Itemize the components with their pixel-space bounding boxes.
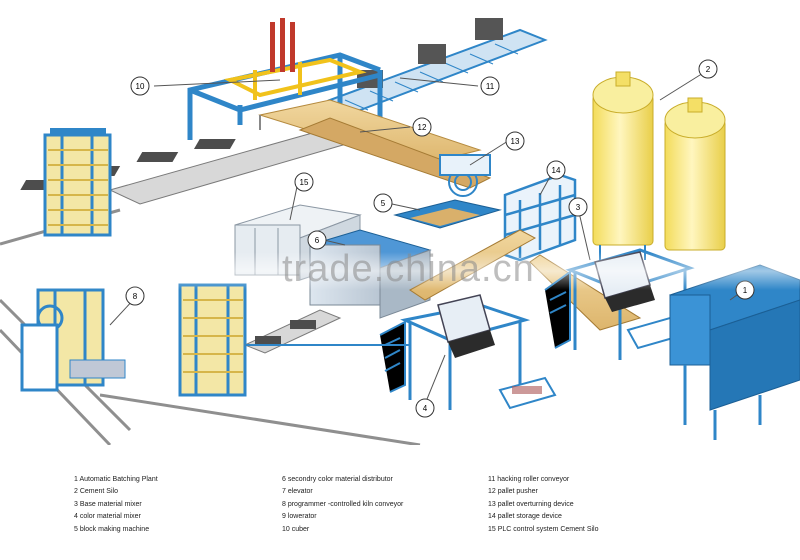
callout-12: 12 [412, 117, 432, 137]
callout-4: 4 [415, 398, 435, 418]
legend-item: 13 pallet overturning device [488, 500, 574, 508]
legend-column-1: 1 Automatic Batching Plant 2 Cement Silo… [74, 474, 158, 536]
svg-text:5: 5 [381, 199, 386, 208]
kiln-conveyor-lower [243, 309, 410, 354]
legend: 1 Automatic Batching Plant 2 Cement Silo… [0, 450, 800, 560]
watermark-band [0, 252, 800, 290]
color-material-mixer [379, 294, 557, 410]
production-line-diagram: 10 11 12 13 14 15 5 6 8 4 3 2 1 [0, 18, 800, 445]
callout-11: 11 [480, 76, 500, 96]
callout-leaders [109, 69, 745, 405]
legend-item: 10 cuber [282, 525, 310, 533]
elevator-tower [178, 283, 247, 397]
svg-text:8: 8 [133, 292, 138, 301]
callout-13: 13 [505, 131, 525, 151]
svg-text:1: 1 [743, 286, 748, 295]
callout-10: 10 [130, 76, 150, 96]
svg-text:10: 10 [136, 82, 145, 91]
legend-item: 15 PLC control system Cement Silo [488, 525, 599, 533]
legend-item: 1 Automatic Batching Plant [74, 476, 158, 483]
svg-text:11: 11 [486, 82, 495, 91]
callout-2: 2 [698, 59, 718, 79]
svg-text:3: 3 [576, 203, 581, 212]
callout-15: 15 [294, 172, 314, 192]
legend-item: 11 hacking roller conveyor [488, 476, 570, 483]
svg-text:13: 13 [511, 137, 520, 146]
callout-5: 5 [373, 193, 393, 213]
lowerator-machine [20, 288, 126, 392]
legend-item: 3 Base material mixer [74, 500, 142, 508]
callout-3: 3 [568, 197, 588, 217]
svg-text:4: 4 [423, 404, 428, 413]
legend-item: 9 lowerator [282, 513, 317, 521]
svg-text:14: 14 [552, 166, 561, 175]
watermark-text: trade.china.cn [282, 248, 535, 290]
legend-item: 6 secondry color material distributor [282, 476, 393, 483]
callout-14: 14 [546, 160, 566, 180]
callout-6: 6 [307, 230, 327, 250]
svg-text:6: 6 [315, 236, 320, 245]
legend-item: 5 block making machine [74, 525, 150, 533]
svg-text:2: 2 [706, 65, 711, 74]
legend-item: 12 pallet pusher [488, 488, 538, 496]
svg-text:15: 15 [300, 178, 309, 187]
svg-text:12: 12 [418, 123, 427, 132]
lowerator-tower [43, 128, 112, 237]
legend-item: 8 programmer -controlled kiln conveyor [282, 500, 404, 508]
legend-item: 14 pallet storage device [488, 513, 562, 521]
legend-item: 2 Cement Silo [74, 488, 118, 496]
legend-item: 4 color material mixer [74, 513, 141, 521]
legend-column-3: 11 hacking roller conveyor 12 pallet pus… [488, 474, 599, 536]
legend-column-2: 6 secondry color material distributor 7 … [282, 474, 403, 536]
hacking-roller-conveyor [327, 18, 548, 114]
cement-silos [592, 71, 726, 260]
legend-item: 7 elevator [282, 488, 313, 496]
automatic-batching-plant [669, 264, 800, 440]
pallet-overturning-device [439, 154, 491, 197]
